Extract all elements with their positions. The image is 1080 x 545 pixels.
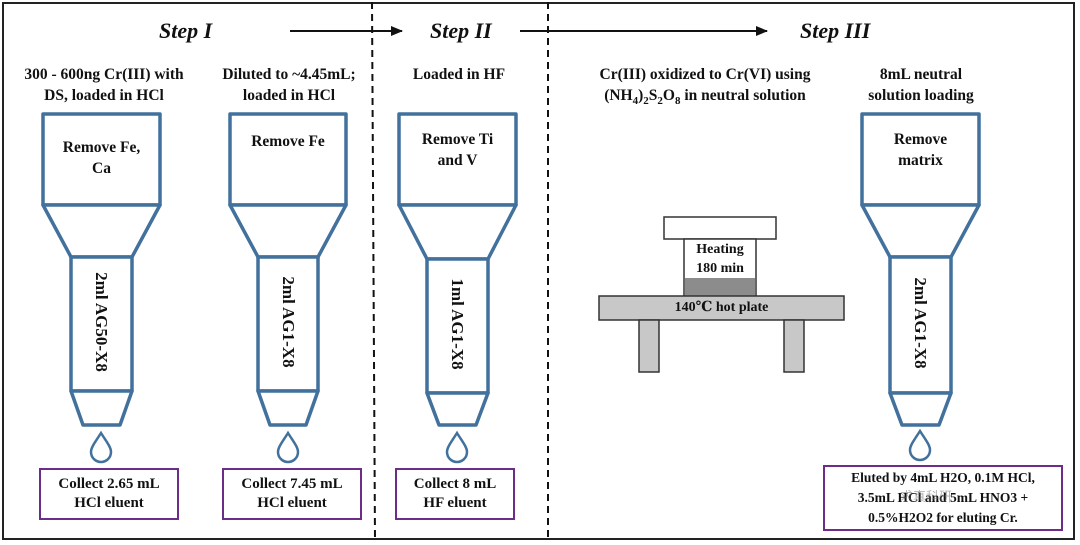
column-3-header: Loaded in HF <box>385 64 533 85</box>
hot-plate-top <box>598 295 845 321</box>
column-3-box-label: Remove Ti and V <box>401 129 514 171</box>
column-2-box-line-1: Remove Fe <box>251 133 325 150</box>
droplet-icon-1 <box>89 430 113 464</box>
oxidation-header: Cr(III) oxidized to Cr(VI) using (NH4)2S… <box>560 64 850 112</box>
step-title-1: Step I <box>159 18 213 43</box>
heating-label-line-1: Heating <box>696 242 744 257</box>
collect-box-1-line-1: Collect 2.65 mL <box>58 476 160 492</box>
collect-box-4-line-3: 0.5%H2O2 for eluting Cr. <box>868 510 1018 525</box>
column-4-resin-label: 2ml AG1-X8 <box>911 277 930 369</box>
watermark: 求真科研 <box>900 490 953 505</box>
collect-box-3-line-1: Collect 8 mL <box>413 476 497 492</box>
column-4-box-label: Remove matrix <box>864 129 977 171</box>
collect-box-1: Collect 2.65 mL HCl eluent <box>39 468 179 520</box>
column-1-header-line-1: 300 - 600ng Cr(III) with <box>24 66 184 83</box>
oxidation-header-line-1: Cr(III) oxidized to Cr(VI) using <box>599 66 811 83</box>
column-3-header-line-1: Loaded in HF <box>412 66 506 83</box>
step-title-3: Step III <box>800 18 871 43</box>
hot-plate-leg-right <box>783 319 805 373</box>
column-4-box-line-2: matrix <box>898 152 943 169</box>
resin-column-2 <box>228 112 348 427</box>
column-2-resin-label: 2ml AG1-X8 <box>279 276 298 368</box>
column-1-box-line-1: Remove Fe, <box>62 139 141 156</box>
column-2-header-line-2: loaded in HCl <box>242 87 336 104</box>
column-3-box-line-1: Remove Ti <box>421 131 494 148</box>
hot-plate-setup <box>598 216 845 373</box>
resin-column-4 <box>860 112 981 427</box>
column-4-header: 8mL neutral solution loading <box>846 64 996 106</box>
collect-box-4-line-2: 3.5mL HCl and 5mL HNO3 + <box>857 490 1029 505</box>
heating-label-line-2: 180 min <box>696 261 744 276</box>
column-1-header-line-2: DS, loaded in HCl <box>44 87 164 104</box>
heating-label: Heating 180 min <box>684 240 756 278</box>
column-2-box-label: Remove Fe <box>232 131 344 152</box>
column-1-header: 300 - 600ng Cr(III) with DS, loaded in H… <box>4 64 204 106</box>
collect-box-3: Collect 8 mL HF eluent <box>395 468 515 520</box>
separator-line-1 <box>371 1 376 542</box>
collect-box-2-line-2: HCl eluent <box>257 495 327 511</box>
column-4-box-line-1: Remove <box>893 131 948 148</box>
resin-column-3 <box>397 112 518 427</box>
hot-plate-leg-left <box>638 319 660 373</box>
column-2-header-line-1: Diluted to ~4.45mL; <box>222 66 356 83</box>
column-1-box-line-2: Ca <box>92 160 111 177</box>
droplet-icon-2 <box>276 430 300 464</box>
beaker-lid <box>663 216 777 240</box>
heating-solution <box>685 278 755 296</box>
droplet-icon-3 <box>445 430 469 464</box>
collect-box-4: Eluted by 4mL H2O, 0.1M HCl, 3.5mL HCl a… <box>823 465 1063 531</box>
column-3-box-line-2: and V <box>437 152 478 169</box>
column-2-header: Diluted to ~4.45mL; loaded in HCl <box>204 64 374 106</box>
column-1-resin-label: 2ml AG50-X8 <box>92 272 111 372</box>
resin-column-1 <box>41 112 162 427</box>
collect-box-2: Collect 7.45 mL HCl eluent <box>222 468 362 520</box>
collect-box-1-line-2: HCl eluent <box>74 495 144 511</box>
collect-box-3-line-2: HF eluent <box>423 495 487 511</box>
column-4-header-line-2: solution loading <box>868 87 974 104</box>
column-1-box-label: Remove Fe, Ca <box>45 137 158 179</box>
column-3-resin-label: 1ml AG1-X8 <box>448 278 467 370</box>
collect-box-2-line-1: Collect 7.45 mL <box>241 476 343 492</box>
oxidation-header-line-2: (NH4)2S2O8 in neutral solution <box>604 87 806 108</box>
step-title-2: Step II <box>430 18 492 43</box>
collect-box-4-line-1: Eluted by 4mL H2O, 0.1M HCl, <box>851 470 1035 485</box>
hot-plate-label: 140℃ hot plate <box>674 300 769 315</box>
droplet-icon-4 <box>908 428 932 462</box>
column-4-header-line-1: 8mL neutral <box>879 66 963 83</box>
